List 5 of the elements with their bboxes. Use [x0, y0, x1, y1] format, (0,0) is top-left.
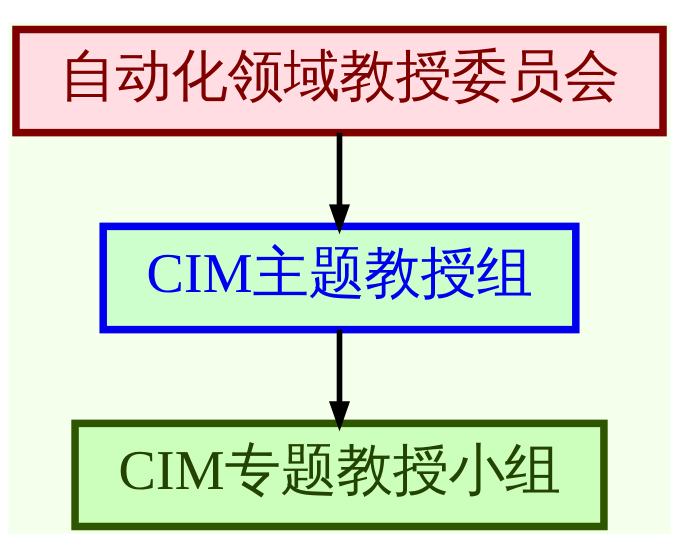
node-box: CIM主题教授组 [99, 222, 580, 333]
arrow [328, 329, 350, 431]
node-box: 自动化领域教授委员会 [12, 25, 667, 136]
arrow [328, 132, 350, 234]
node-box: CIM专题教授小组 [71, 419, 608, 530]
